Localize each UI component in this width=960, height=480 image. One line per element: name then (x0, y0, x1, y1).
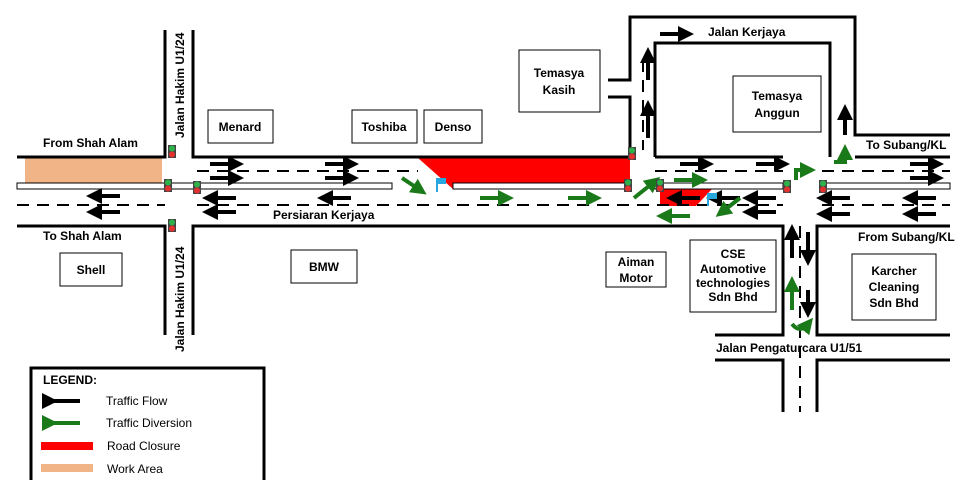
svg-text:Sdn Bhd: Sdn Bhd (708, 290, 757, 304)
svg-text:Sdn Bhd: Sdn Bhd (869, 296, 918, 310)
label-jalan-pengaturcara: Jalan Pengaturcara U1/51 (716, 341, 862, 355)
label-from-shah-alam: From Shah Alam (43, 136, 138, 150)
traffic-light-icon (783, 180, 791, 193)
legend: LEGEND: Traffic Flow Traffic Diversion R… (29, 366, 266, 480)
traffic-light-icon (168, 145, 176, 158)
svg-text:Aiman: Aiman (618, 255, 655, 269)
svg-text:Motor: Motor (619, 271, 653, 285)
svg-text:Shell: Shell (77, 263, 106, 277)
legend-closure-swatch (41, 442, 93, 450)
svg-text:Temasya: Temasya (534, 66, 585, 80)
building-menard: Menard (207, 109, 274, 144)
diversion-turn-arrow (790, 317, 814, 336)
medians (16, 182, 951, 190)
building-toshiba: Toshiba (351, 109, 418, 144)
work-area (25, 158, 162, 183)
label-to-shah-alam: To Shah Alam (43, 229, 122, 243)
label-from-subang: From Subang/KL (858, 230, 955, 244)
traffic-light-icon (624, 179, 632, 192)
svg-text:Karcher: Karcher (871, 264, 917, 278)
svg-text:Toshiba: Toshiba (361, 120, 406, 134)
svg-text:technologies: technologies (696, 276, 770, 290)
svg-text:Anggun: Anggun (754, 106, 799, 120)
svg-text:Cleaning: Cleaning (869, 280, 920, 294)
label-jalan-kerjaya: Jalan Kerjaya (708, 25, 786, 39)
flag-icon (436, 178, 446, 192)
building-cse: CSE Automotive technologies Sdn Bhd (689, 239, 777, 313)
arrows (86, 26, 944, 336)
traffic-light-icon (168, 219, 176, 232)
diversion-arrow (632, 177, 661, 200)
diversion-turn-arrow (834, 144, 853, 164)
traffic-light-icon (656, 179, 664, 192)
road-edges (17, 15, 950, 412)
building-bmw: BMW (290, 249, 358, 284)
traffic-lights (164, 145, 827, 232)
traffic-light-icon (193, 181, 201, 194)
svg-text:Temasya: Temasya (752, 89, 803, 103)
flag-icon (707, 193, 717, 206)
traffic-light-icon (628, 147, 636, 160)
legend-work-swatch (41, 464, 93, 472)
legend-work-label: Work Area (107, 462, 163, 476)
legend-closure-label: Road Closure (107, 439, 181, 453)
svg-text:CSE: CSE (721, 247, 746, 261)
building-denso: Denso (423, 109, 483, 144)
legend-title: LEGEND: (43, 373, 97, 387)
label-jalan-hakim-top: Jalan Hakim U1/24 (173, 32, 187, 138)
traffic-light-icon (819, 180, 827, 193)
label-jalan-hakim-bottom: Jalan Hakim U1/24 (173, 246, 187, 352)
legend-diversion-label: Traffic Diversion (106, 416, 192, 430)
svg-text:Automotive: Automotive (700, 262, 766, 276)
building-karcher: Karcher Cleaning Sdn Bhd (851, 253, 937, 321)
label-main-road: Persiaran Kerjaya (273, 208, 375, 222)
diversion-arrow (400, 176, 427, 195)
building-shell: Shell (59, 252, 123, 287)
diversion-turn-arrow (794, 162, 816, 180)
diversion-arrow (715, 196, 742, 217)
road-closure-main (418, 158, 630, 189)
svg-text:Kasih: Kasih (543, 83, 576, 97)
label-to-subang: To Subang/KL (866, 138, 946, 152)
svg-text:BMW: BMW (309, 260, 340, 274)
legend-flow-label: Traffic Flow (106, 394, 168, 408)
traffic-light-icon (164, 179, 172, 192)
svg-text:Menard: Menard (219, 120, 262, 134)
svg-text:Denso: Denso (435, 120, 472, 134)
